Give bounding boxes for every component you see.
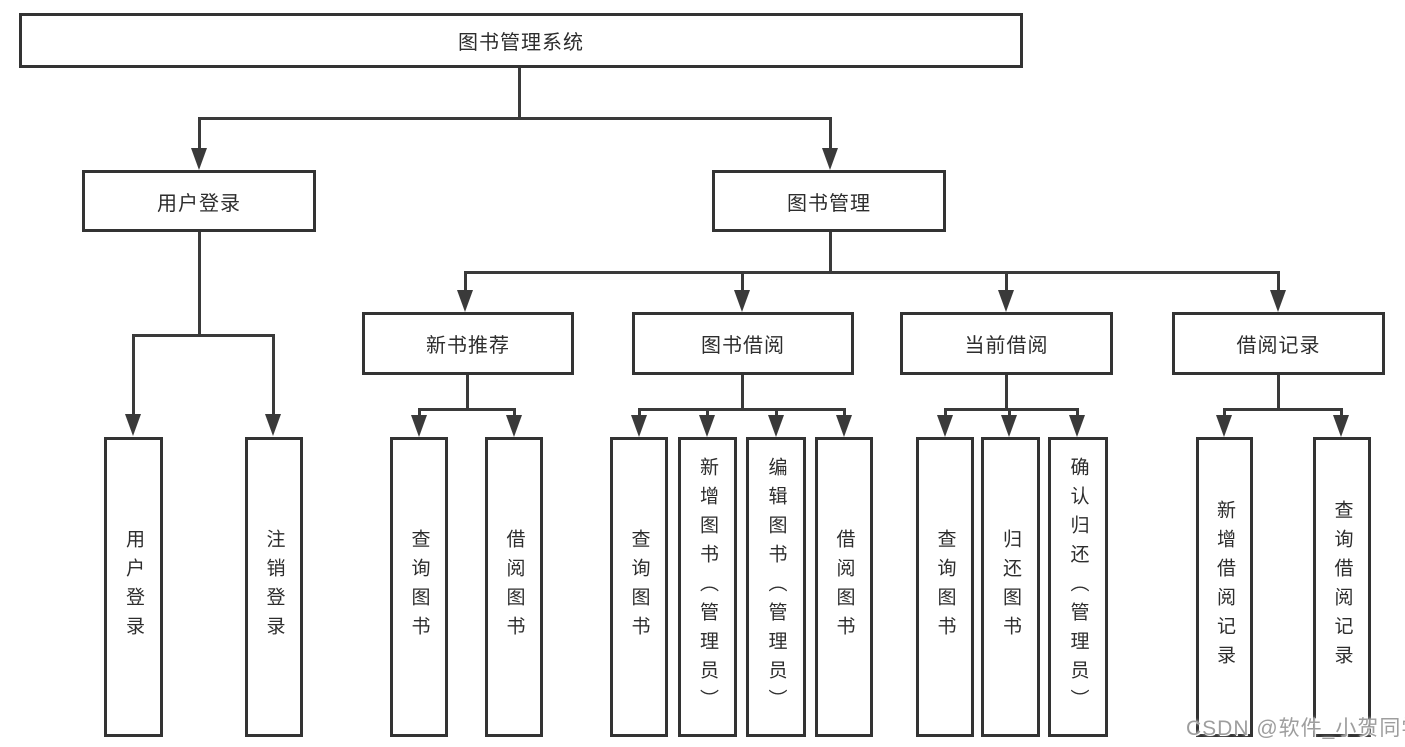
node-book-borrowing: 图书借阅 <box>632 312 854 375</box>
connector-user-login-stem <box>198 232 201 336</box>
leaf-logout-label: 注销登录 <box>263 529 285 645</box>
node-current-borrowing: 当前借阅 <box>900 312 1113 375</box>
arrow-down-icon <box>1216 415 1232 437</box>
arrow-down-icon <box>265 414 281 436</box>
connector-stub <box>638 408 641 418</box>
connector-root-crossbar <box>198 117 832 120</box>
arrow-down-icon <box>191 148 207 170</box>
leaf-borrow-book-label: 借阅图书 <box>833 529 855 645</box>
connector-stub <box>1076 408 1079 418</box>
leaf-query-books-current-label: 查询图书 <box>934 529 956 645</box>
connector-records-stem <box>1277 375 1280 410</box>
arrow-down-icon <box>1069 415 1085 437</box>
connector-stub <box>513 408 516 418</box>
connector-recommend-crossbar <box>418 408 516 411</box>
connector-stub <box>775 408 778 418</box>
connector-root-stem <box>518 68 521 119</box>
leaf-return-book: 归还图书 <box>981 437 1040 737</box>
arrow-down-icon <box>836 415 852 437</box>
connector-stub <box>1008 408 1011 418</box>
connector-current-stem <box>1005 375 1008 410</box>
node-new-book-recommend-label: 新书推荐 <box>426 335 510 357</box>
node-user-login: 用户登录 <box>82 170 316 232</box>
node-current-borrowing-label: 当前借阅 <box>964 335 1049 357</box>
arrow-down-icon <box>1333 415 1349 437</box>
node-borrow-records: 借阅记录 <box>1172 312 1385 375</box>
connector-to-borrow-records <box>1277 271 1280 292</box>
connector-user-login-crossbar <box>132 334 275 337</box>
leaf-query-borrow-record-label: 查询借阅记录 <box>1331 500 1353 674</box>
leaf-query-books-current: 查询图书 <box>916 437 974 737</box>
leaf-confirm-return-admin-label: 确认归还（管理员） <box>1067 456 1089 718</box>
connector-to-leaf-logout <box>272 334 275 416</box>
connector-book-management-crossbar <box>464 271 1280 274</box>
leaf-query-books-recommend: 查询图书 <box>390 437 448 737</box>
connector-to-book-management <box>829 117 832 150</box>
leaf-add-borrow-record-label: 新增借阅记录 <box>1214 500 1235 674</box>
connector-to-new-book-recommend <box>464 271 467 292</box>
leaf-user-login: 用户登录 <box>104 437 163 737</box>
connector-to-user-login <box>198 117 201 150</box>
leaf-return-book-label: 归还图书 <box>1000 529 1021 645</box>
leaf-edit-book-admin-label: 编辑图书（管理员） <box>765 456 787 718</box>
node-book-borrowing-label: 图书借阅 <box>701 335 785 357</box>
leaf-query-books-recommend-label: 查询图书 <box>408 529 430 645</box>
connector-to-leaf-user-login <box>132 334 135 416</box>
node-book-management: 图书管理 <box>712 170 946 232</box>
connector-to-current-borrowing <box>1005 271 1008 292</box>
arrow-down-icon <box>734 290 750 312</box>
leaf-add-book-admin-label: 新增图书（管理员） <box>697 456 718 718</box>
leaf-query-books-borrowing: 查询图书 <box>610 437 668 737</box>
node-borrow-records-label: 借阅记录 <box>1236 335 1321 357</box>
node-user-login-label: 用户登录 <box>157 192 241 215</box>
node-new-book-recommend: 新书推荐 <box>362 312 574 375</box>
leaf-logout: 注销登录 <box>245 437 303 737</box>
leaf-add-borrow-record: 新增借阅记录 <box>1196 437 1253 737</box>
csdn-watermark: CSDN @软件_小贺同学 <box>1186 717 1405 740</box>
node-root: 图书管理系统 <box>19 13 1023 68</box>
arrow-down-icon <box>631 415 647 437</box>
connector-stub <box>944 408 947 418</box>
leaf-confirm-return-admin: 确认归还（管理员） <box>1048 437 1108 737</box>
arrow-down-icon <box>699 415 715 437</box>
arrow-down-icon <box>822 148 838 170</box>
connector-stub <box>1223 408 1226 418</box>
connector-borrowing-stem <box>741 375 744 410</box>
leaf-borrow-books-recommend: 借阅图书 <box>485 437 543 737</box>
leaf-borrow-book: 借阅图书 <box>815 437 873 737</box>
connector-to-book-borrowing <box>741 271 744 292</box>
arrow-down-icon <box>457 290 473 312</box>
connector-stub <box>1340 408 1343 418</box>
arrow-down-icon <box>1270 290 1286 312</box>
leaf-edit-book-admin: 编辑图书（管理员） <box>746 437 806 737</box>
leaf-query-books-borrowing-label: 查询图书 <box>628 529 650 645</box>
leaf-query-borrow-record: 查询借阅记录 <box>1313 437 1371 737</box>
arrow-down-icon <box>768 415 784 437</box>
arrow-down-icon <box>411 415 427 437</box>
connector-stub <box>418 408 421 418</box>
connector-stub <box>706 408 709 418</box>
leaf-user-login-label: 用户登录 <box>123 529 144 645</box>
arrow-down-icon <box>1001 415 1017 437</box>
node-book-management-label: 图书管理 <box>787 192 871 215</box>
leaf-add-book-admin: 新增图书（管理员） <box>678 437 737 737</box>
connector-stub <box>843 408 846 418</box>
connector-recommend-stem <box>466 375 469 410</box>
leaf-borrow-books-recommend-label: 借阅图书 <box>503 529 525 645</box>
connector-borrowing-crossbar <box>638 408 846 411</box>
arrow-down-icon <box>998 290 1014 312</box>
arrow-down-icon <box>125 414 141 436</box>
arrow-down-icon <box>937 415 953 437</box>
node-root-label: 图书管理系统 <box>458 32 584 54</box>
connector-records-crossbar <box>1223 408 1343 411</box>
connector-book-management-stem <box>829 232 832 274</box>
arrow-down-icon <box>506 415 522 437</box>
connector-current-crossbar <box>944 408 1079 411</box>
